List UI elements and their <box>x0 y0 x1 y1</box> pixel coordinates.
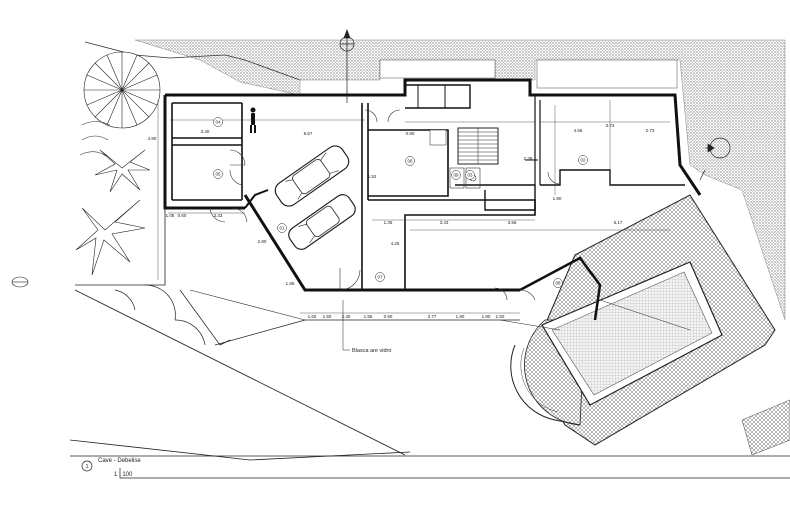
palm-tree-2 <box>75 199 146 276</box>
car-2 <box>288 194 356 250</box>
svg-text:1.55: 1.55 <box>364 314 373 319</box>
dimension-texts-bottom: 1.60 1.50 2.40 1.55 0.90 3.77 1.80 1.90 … <box>308 314 505 319</box>
svg-text:3.77: 3.77 <box>428 314 437 319</box>
svg-text:1.90: 1.90 <box>482 314 491 319</box>
dimension-texts-middle: 1.52 1.35 3.43 3.56 6.17 4.25 2.38 1.80 <box>368 156 623 246</box>
svg-text:3.73: 3.73 <box>606 123 615 128</box>
svg-text:2.40: 2.40 <box>342 314 351 319</box>
svg-text:8.67: 8.67 <box>304 131 313 136</box>
shrubs <box>79 121 111 157</box>
svg-text:1.50: 1.50 <box>496 314 505 319</box>
person-figure <box>250 107 256 133</box>
svg-text:1.80: 1.80 <box>456 314 465 319</box>
site-paving <box>69 208 790 479</box>
svg-text:0.80: 0.80 <box>406 131 415 136</box>
palm-tree-1 <box>94 149 151 193</box>
svg-text:4.66: 4.66 <box>574 128 583 133</box>
svg-text:3.56: 3.56 <box>508 220 517 225</box>
room-labels: 01 02 03 04 05 06 07 08 09 <box>213 117 588 288</box>
svg-text:1.85: 1.85 <box>286 281 295 286</box>
staircase <box>429 127 499 165</box>
dimension-lines <box>157 100 670 314</box>
svg-text:0.60: 0.60 <box>178 213 187 218</box>
pool-area <box>510 194 790 456</box>
svg-text:1.05: 1.05 <box>166 213 175 218</box>
svg-text:1.52: 1.52 <box>368 174 377 179</box>
drawing-scale: 1 : 100 <box>114 472 133 478</box>
car-1 <box>274 145 350 207</box>
room-07: 07 <box>377 275 383 280</box>
room-04: 04 <box>215 120 221 125</box>
svg-text:2.73: 2.73 <box>646 128 655 133</box>
dimension-texts-left: 1.05 0.60 3.33 2.80 4.80 1.85 <box>148 136 295 286</box>
svg-text:3.40: 3.40 <box>201 129 210 134</box>
svg-text:0.90: 0.90 <box>384 314 393 319</box>
svg-text:2.38: 2.38 <box>524 156 533 161</box>
drawing-title: Cave - Debelise <box>98 458 141 464</box>
room-06: 06 <box>407 159 413 164</box>
drawing-number: 1 <box>85 464 88 470</box>
svg-text:1.80: 1.80 <box>553 196 562 201</box>
glass-block-note: Blasca are vidro <box>342 300 391 354</box>
building-walls <box>163 78 702 321</box>
svg-text:2.80: 2.80 <box>258 239 267 244</box>
svg-text:4.25: 4.25 <box>391 241 400 246</box>
room-09: 09 <box>453 173 459 178</box>
level-marker <box>11 276 29 288</box>
svg-text:1.35: 1.35 <box>384 220 393 225</box>
room-08: 08 <box>555 281 561 286</box>
note-text: Blasca are vidro <box>352 348 391 354</box>
svg-text:3.43: 3.43 <box>440 220 449 225</box>
north-arrow <box>339 29 355 103</box>
room-05: 05 <box>215 172 221 177</box>
svg-text:4.80: 4.80 <box>148 136 157 141</box>
dimension-texts-top: 3.40 8.67 0.80 4.66 3.73 2.73 <box>201 123 655 136</box>
title-block: 1 Cave - Debelise 1 : 100 <box>81 458 141 478</box>
neighbour-block-1 <box>379 59 496 79</box>
svg-text:6.17: 6.17 <box>614 220 623 225</box>
svg-text:1.60: 1.60 <box>308 314 317 319</box>
room-03: 03 <box>467 173 473 178</box>
round-tree <box>83 51 161 129</box>
doors <box>209 109 561 301</box>
svg-text:3.33: 3.33 <box>214 213 223 218</box>
room-02: 02 <box>580 158 586 163</box>
room-01: 01 <box>279 226 285 231</box>
section-marker <box>699 137 731 181</box>
neighbour-block-2 <box>536 59 678 89</box>
svg-text:1.50: 1.50 <box>323 314 332 319</box>
